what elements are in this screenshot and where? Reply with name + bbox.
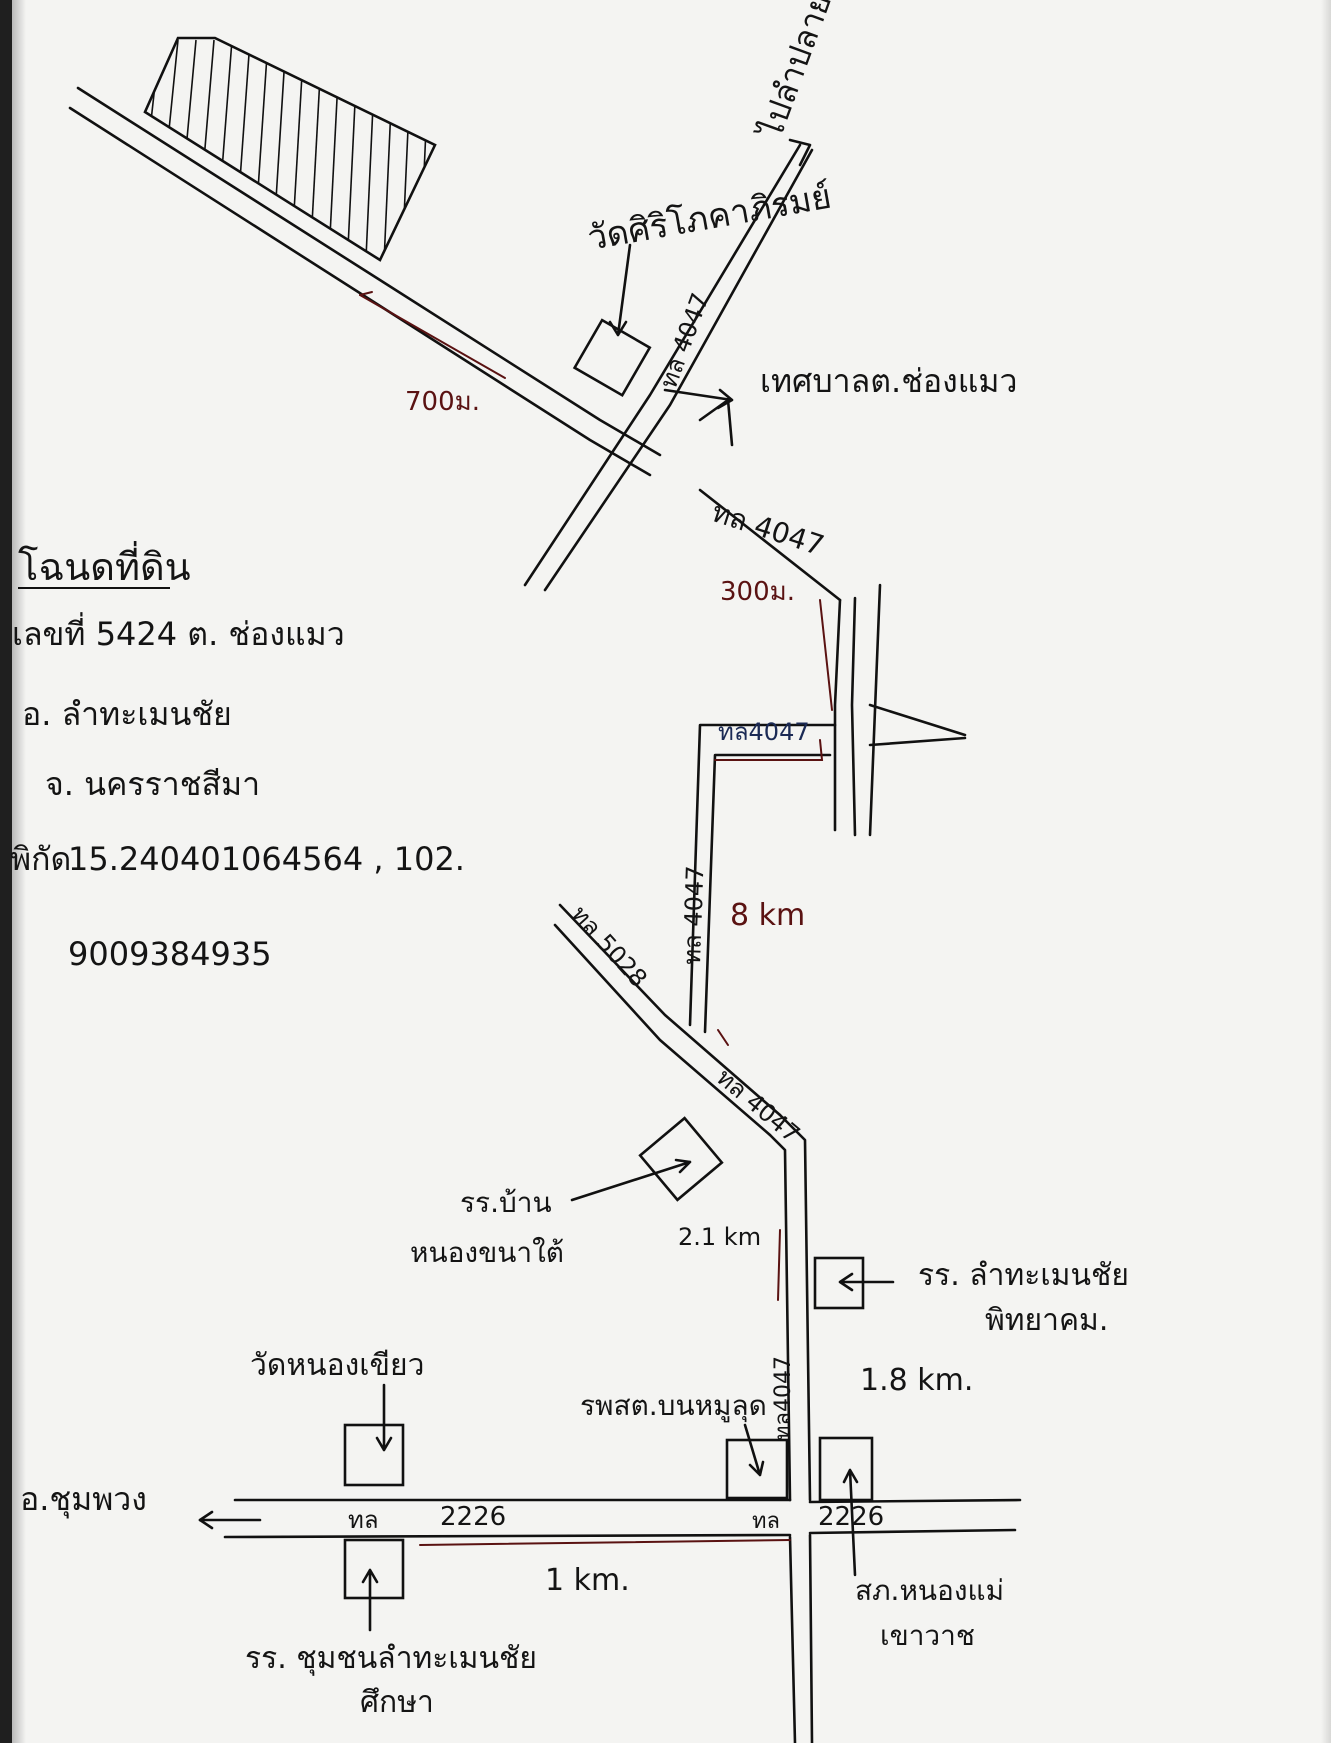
label-school-nongkhanai-2: หนองขนาใต้ bbox=[410, 1236, 564, 1269]
road-to-lamplaimat bbox=[523, 138, 814, 592]
coord-label: พิกัด bbox=[10, 840, 71, 878]
land-line3: จ. นครราชสีมา bbox=[45, 765, 260, 803]
road-label-4047-lower: ทล 4047 bbox=[711, 1063, 805, 1148]
road-label-2226-right: ทล bbox=[752, 1509, 780, 1534]
road-4047-lower bbox=[768, 1113, 812, 1502]
label-school-lamthamenchai-2: พิทยาคม. bbox=[985, 1303, 1108, 1338]
road-4047-vertical-upper bbox=[833, 583, 967, 837]
landmark-health-center bbox=[725, 1423, 789, 1500]
label-health-center: รพสต.บนหมูลุด bbox=[580, 1389, 767, 1423]
land-title: โฉนดที่ดิน bbox=[18, 541, 191, 589]
landmark-temple-top bbox=[572, 243, 652, 398]
landmark-school-nongkhanai bbox=[570, 1116, 724, 1202]
label-police-station: สภ.หนองแม่ bbox=[855, 1574, 1004, 1607]
label-school-lamthamenchai: รร. ลำทะเมนชัย bbox=[918, 1258, 1129, 1293]
road-label-4047-short: ทล4047 bbox=[718, 718, 810, 746]
road-2226 bbox=[198, 1498, 1022, 1743]
distance-300m: 300ม. bbox=[720, 577, 795, 607]
distance-8km: 8 km bbox=[730, 898, 805, 933]
landmark-municipality bbox=[663, 388, 734, 447]
label-school-nongkhanai: รร.บ้าน bbox=[460, 1186, 552, 1219]
land-line2: อ. ลำทะเมนชัย bbox=[22, 695, 232, 733]
distance-700m: 700ม. bbox=[405, 387, 480, 417]
label-school-community: รร. ชุมชนลำทะเมนชัย bbox=[245, 1641, 537, 1677]
land-parcel bbox=[143, 36, 437, 262]
road-label-2226-left-num: 2226 bbox=[440, 1502, 506, 1532]
road-label-2226-right-num: 2226 bbox=[818, 1502, 884, 1532]
land-info-block: โฉนดที่ดิน เลขที่ 5424 ต. ช่องแมว อ. ลำท… bbox=[10, 541, 465, 973]
distance-1-8km: 1.8 km. bbox=[860, 1363, 973, 1398]
landmark-police-station bbox=[818, 1436, 874, 1577]
label-to-chumphuang: อ.ชุมพวง bbox=[20, 1480, 147, 1519]
road-label-4047-mid: ทล 4047 bbox=[708, 495, 828, 562]
road-4047-short bbox=[688, 723, 837, 1034]
binding-shadow bbox=[12, 0, 26, 1743]
landmark-school-lamthamenchai bbox=[813, 1256, 895, 1310]
label-school-community-2: ศึกษา bbox=[360, 1685, 434, 1720]
road-label-4047-bottom: ทล4047 bbox=[771, 1356, 796, 1440]
landmark-school-community bbox=[343, 1538, 405, 1632]
land-line1: เลขที่ 5424 ต. ช่องแมว bbox=[12, 612, 345, 653]
label-municipality: เทศบาลต.ช่องแมว bbox=[760, 362, 1017, 400]
road-label-5028: ทล 5028 bbox=[566, 900, 653, 992]
road-5028 bbox=[553, 903, 782, 1137]
label-temple-nongkhiao: วัดหนองเขียว bbox=[250, 1348, 424, 1383]
coord-line1: 15.240401064564 , 102. bbox=[68, 840, 465, 878]
landmark-temple-nongkhiao bbox=[343, 1383, 405, 1487]
road-label-4047-vertical: ทล 4047 bbox=[678, 865, 709, 965]
coord-line2: 90093849​35 bbox=[68, 935, 272, 973]
label-to-lamplaimat: ไปลำปลายมาศ bbox=[751, 0, 860, 146]
label-police-station-2: เขาวาช bbox=[880, 1619, 975, 1652]
distance-1km: 1 km. bbox=[545, 1563, 630, 1598]
label-temple-top: วัดศิริโภคาภิรมย์ bbox=[585, 177, 835, 259]
notebook-binding bbox=[0, 0, 12, 1743]
page-edge bbox=[1321, 0, 1331, 1743]
road-label-2226-left: ทล bbox=[348, 1506, 379, 1534]
distance-2-1km: 2.1 km bbox=[678, 1223, 761, 1251]
